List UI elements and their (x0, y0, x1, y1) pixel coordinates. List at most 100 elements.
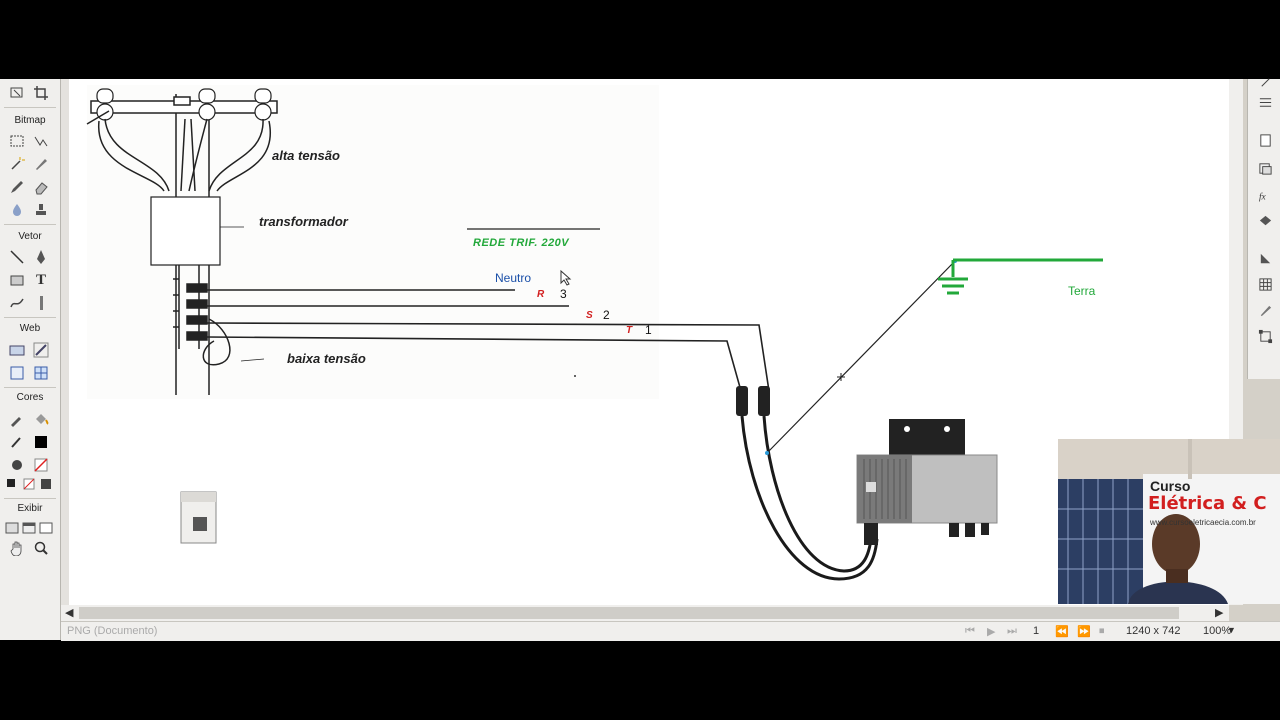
knife-tool-icon[interactable] (32, 294, 50, 312)
utility-pole (86, 88, 278, 395)
pencil-tool-icon[interactable] (8, 178, 26, 196)
pages-panel-icon[interactable] (1256, 131, 1274, 149)
banner-curso: Curso (1150, 478, 1191, 494)
freeform-tool-icon[interactable] (8, 294, 26, 312)
canvas-size: 1240 x 742 (1126, 625, 1181, 637)
webcam-image (1058, 439, 1280, 604)
banner-url: www.cursoeletricaecia.com.br (1150, 518, 1256, 527)
default-colors-icon[interactable] (8, 456, 26, 474)
swap-colors-icon[interactable] (4, 475, 20, 493)
stop-icon[interactable]: ⏹ (1099, 625, 1105, 637)
floating-panel (180, 491, 217, 544)
label-alta-tensao: alta tensão (272, 148, 340, 163)
electrical-diagram (86, 85, 1103, 581)
ground-wire (766, 260, 956, 454)
standard-mode-icon[interactable] (4, 519, 20, 537)
swatches-panel-icon[interactable] (1256, 275, 1274, 293)
svg-text:fx: fx (1258, 191, 1266, 202)
lasso-tool-icon[interactable] (32, 132, 50, 150)
divider (4, 107, 56, 108)
last-frame-icon[interactable]: ⏭ (1007, 625, 1017, 637)
section-cores-label: Cores (16, 392, 44, 403)
section-bitmap-label: Bitmap (14, 115, 46, 126)
label-transformador: transformador (259, 214, 348, 229)
banner-eletrica: Elétrica & C (1148, 493, 1267, 514)
fullscreen-icon[interactable] (38, 519, 54, 537)
label-neutro: Neutro (495, 271, 532, 285)
frame-number: 1 (1033, 625, 1040, 637)
no-color-icon[interactable] (32, 456, 50, 474)
first-frame-icon[interactable]: ⏮ (965, 625, 975, 637)
hotspot-tool-icon[interactable] (8, 341, 26, 359)
divider (4, 498, 56, 499)
phase-t-number: 1 (645, 323, 652, 337)
slice-tool-icon[interactable] (32, 341, 50, 359)
marquee-tool-icon[interactable] (8, 132, 26, 150)
inverter-cables (740, 415, 879, 581)
swap-arrows-icon[interactable] (38, 475, 54, 493)
phase-t-letter: T (626, 325, 633, 336)
hide-slices-icon[interactable] (8, 364, 26, 382)
document-canvas[interactable]: alta tensão transformador baixa tensão R… (69, 79, 1229, 605)
divider (4, 387, 56, 388)
stroke-color-icon[interactable] (8, 433, 26, 451)
zoom-tool-icon[interactable] (32, 539, 50, 557)
scroll-left-icon[interactable]: ◀ (65, 607, 74, 619)
section-web-label: Web (19, 323, 41, 334)
fill-color-swatch[interactable] (32, 433, 50, 451)
label-baixa-tensao: baixa tensão (287, 351, 366, 366)
microinverter (856, 419, 998, 545)
line-tool-icon[interactable] (8, 248, 26, 266)
paint-bucket-icon[interactable] (32, 410, 50, 428)
eraser-tool-icon[interactable] (32, 178, 50, 196)
section-exibir-label: Exibir (17, 503, 43, 514)
layers-panel-icon[interactable] (1256, 159, 1274, 177)
symbols-panel-icon[interactable] (1256, 301, 1274, 319)
align-panel-icon[interactable] (1256, 93, 1274, 111)
section-vetor-label: Vetor (18, 231, 42, 242)
scroll-right-icon[interactable]: ▶ (1215, 607, 1224, 619)
scroll-thumb[interactable] (79, 607, 1179, 619)
right-panel-dock: fx (1247, 77, 1280, 379)
next-frame-icon[interactable]: ⏩ (1077, 626, 1091, 638)
brush-tool-icon[interactable] (32, 155, 50, 173)
stamp-tool-icon[interactable] (32, 201, 50, 219)
document-type: PNG (Documento) (67, 625, 158, 637)
styles-panel-icon[interactable] (1256, 211, 1274, 229)
zoom-level[interactable]: 100% (1203, 625, 1232, 637)
text-tool-icon[interactable]: T (35, 271, 46, 288)
history-panel-icon[interactable] (1256, 249, 1274, 267)
phase-s-letter: S (586, 310, 593, 321)
label-rede-trif: REDE TRIF. 220V (473, 237, 570, 249)
transform-panel-icon[interactable] (1256, 327, 1274, 345)
tools-panel: Bitmap Vetor T Web Cores Exibi (0, 79, 61, 640)
zoom-dropdown-icon[interactable]: ▼ (1227, 625, 1236, 635)
filters-panel-icon[interactable]: fx (1256, 186, 1274, 204)
crop-tool-icon[interactable] (32, 84, 50, 102)
no-stroke-icon[interactable] (21, 475, 37, 493)
show-slices-icon[interactable] (32, 364, 50, 382)
prev-frame-icon[interactable]: ⏪ (1055, 626, 1069, 638)
phase-r-number: 3 (560, 287, 567, 301)
phase-s-number: 2 (603, 308, 610, 322)
eyedropper-icon[interactable] (8, 410, 26, 428)
pointer-tool-icon[interactable] (8, 84, 26, 102)
status-bar: PNG (Documento) ⏮ ▶ ⏭ 1 ⏪ ⏩ ⏹ 1240 x 742… (61, 621, 1280, 641)
panel-splitter[interactable] (61, 79, 69, 640)
hand-tool-icon[interactable] (8, 539, 26, 557)
play-icon[interactable]: ▶ (987, 626, 996, 638)
phase-r-letter: R (537, 289, 545, 300)
magic-wand-icon[interactable] (8, 155, 26, 173)
mouse-cursor (560, 269, 572, 286)
expand-panel-icon[interactable] (1256, 73, 1274, 91)
horizontal-scrollbar[interactable]: ◀ ▶ (61, 605, 1229, 621)
blur-tool-icon[interactable] (8, 201, 26, 219)
pen-tool-icon[interactable] (32, 248, 50, 266)
rectangle-tool-icon[interactable] (8, 271, 26, 289)
label-terra: Terra (1068, 284, 1096, 298)
app-window: Bitmap Vetor T Web Cores Exibi (0, 77, 1280, 641)
webcam-overlay: Curso Elétrica & C www.cursoeletricaecia… (1058, 439, 1280, 604)
fullscreen-menu-icon[interactable] (21, 519, 37, 537)
mc4-connectors (736, 386, 770, 416)
divider (4, 317, 56, 318)
